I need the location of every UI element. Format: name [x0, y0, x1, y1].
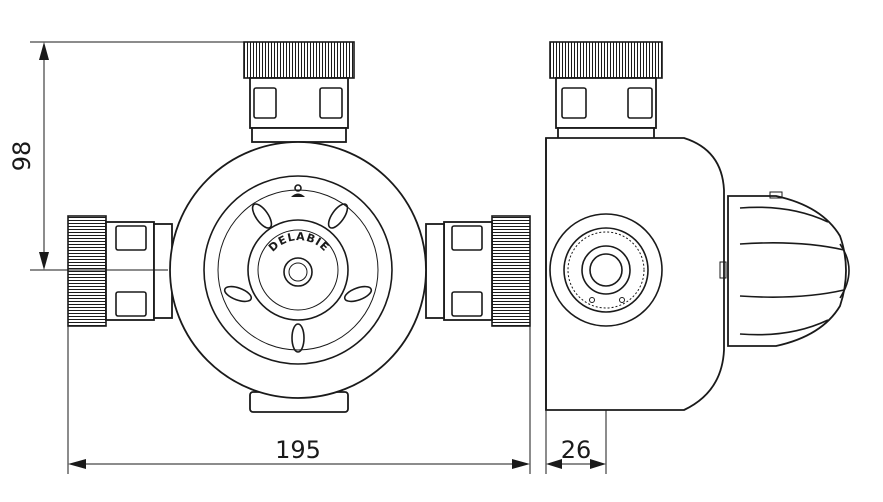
side-body	[545, 137, 725, 411]
center-knob	[283, 257, 313, 287]
dimension-height: 98	[8, 41, 244, 271]
side-view	[545, 41, 850, 411]
depth-label: 26	[561, 436, 592, 464]
valve-body	[169, 141, 427, 399]
handle-grips	[223, 203, 373, 353]
side-top-connector	[549, 41, 663, 141]
side-port	[549, 213, 663, 327]
front-view: DELABIE	[67, 41, 531, 413]
left-connector	[67, 215, 173, 327]
dimension-width: 195	[67, 326, 531, 474]
handle-ring	[203, 175, 393, 365]
side-handle	[727, 191, 850, 347]
right-connector	[425, 215, 531, 327]
top-connector	[243, 41, 355, 143]
height-label: 98	[8, 141, 36, 172]
dimension-depth: 26	[545, 410, 607, 474]
width-label: 195	[275, 436, 321, 464]
temperature-marker-icon	[291, 184, 305, 197]
